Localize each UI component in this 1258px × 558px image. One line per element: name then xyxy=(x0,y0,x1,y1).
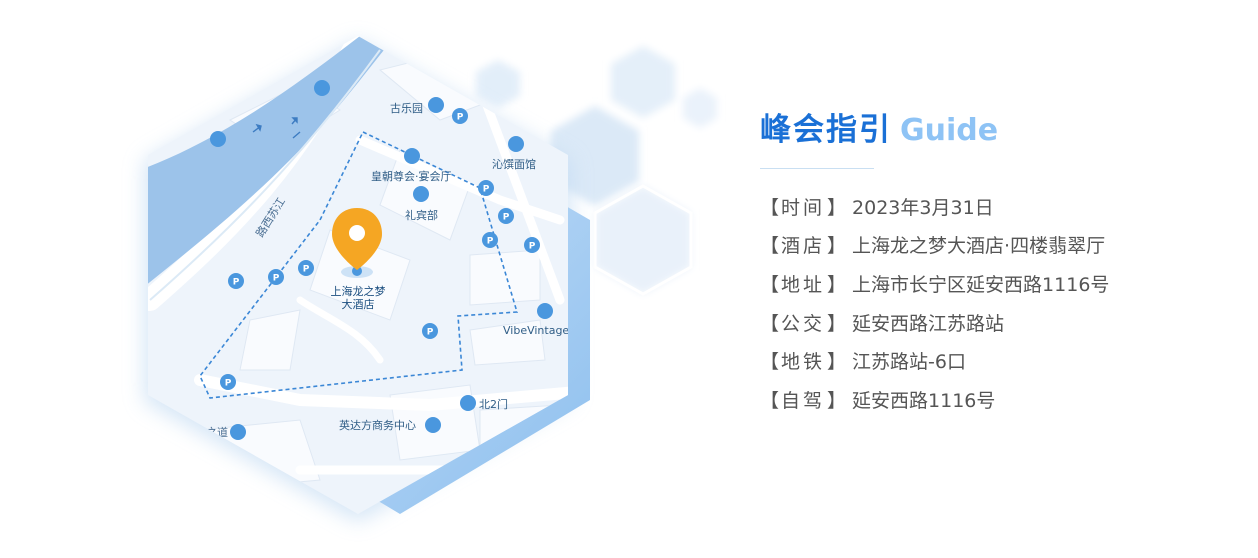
info-row-metro: 【 地铁 】 江苏路站-6口 xyxy=(760,341,1240,380)
guide-title-en: Guide xyxy=(900,113,999,148)
poi-qinfeng: 沁馔面馆 xyxy=(492,157,536,171)
poi-hotel-line1: 上海龙之梦 xyxy=(331,284,386,298)
poi-reception: 礼宾部 xyxy=(405,208,438,222)
info-row-address: 【 地址 】 上海市长宁区延安西路1116号 xyxy=(760,264,1240,303)
info-label-metro: 地铁 xyxy=(781,351,826,374)
bracket-close: 】 xyxy=(827,235,847,258)
info-label-drive: 自驾 xyxy=(781,389,826,412)
svg-text:P: P xyxy=(303,265,310,275)
map-area[interactable]: P P P P P P P P P P 古乐园 沁馔面馆 皇朝尊会·宴会厅 礼宾部 上海龙… xyxy=(0,0,740,558)
svg-text:P: P xyxy=(457,113,464,123)
svg-text:P: P xyxy=(529,242,536,252)
title-divider xyxy=(760,168,874,169)
poi-banquet: 皇朝尊会·宴会厅 xyxy=(371,169,452,183)
bracket-open: 【 xyxy=(760,235,780,258)
info-label-hotel: 酒店 xyxy=(781,235,826,258)
hotel-pin-icon[interactable] xyxy=(332,208,382,270)
info-row-time: 【 时间 】 2023年3月31日 xyxy=(760,187,1240,226)
svg-text:P: P xyxy=(225,379,232,389)
bracket-open: 【 xyxy=(760,273,780,296)
poi-yingda: 英达方商务中心 xyxy=(339,418,416,432)
guide-title-cn: 峰会指引 xyxy=(760,112,892,148)
poi-gulegarden: 古乐园 xyxy=(390,102,423,115)
info-value-metro: 江苏路站-6口 xyxy=(852,351,966,374)
guide-title: 峰会指引 Guide xyxy=(760,104,1240,148)
svg-text:P: P xyxy=(503,213,510,223)
info-label-bus: 公交 xyxy=(781,312,826,335)
bracket-open: 【 xyxy=(760,312,780,335)
svg-text:P: P xyxy=(483,185,490,195)
map-content: P P P P P P P P P P 古乐园 沁馔面馆 皇朝尊会·宴会厅 礼宾部 上海龙… xyxy=(148,36,569,514)
bracket-close: 】 xyxy=(827,351,847,374)
svg-text:P: P xyxy=(233,278,240,288)
bracket-open: 【 xyxy=(760,196,780,219)
info-row-drive: 【 自驾 】 延安西路1116号 xyxy=(760,380,1240,419)
bracket-close: 】 xyxy=(827,273,847,296)
guide-panel: 峰会指引 Guide 【 时间 】 2023年3月31日 【 酒店 】 上海龙之… xyxy=(760,104,1240,419)
info-value-bus: 延安西路江苏路站 xyxy=(852,312,1005,335)
poi-hotel-line2: 大酒店 xyxy=(342,297,375,311)
info-value-time: 2023年3月31日 xyxy=(852,196,994,219)
bracket-close: 】 xyxy=(827,312,847,335)
info-row-hotel: 【 酒店 】 上海龙之梦大酒店·四楼翡翠厅 xyxy=(760,226,1240,265)
info-row-bus: 【 公交 】 延安西路江苏路站 xyxy=(760,303,1240,342)
svg-text:P: P xyxy=(487,237,494,247)
decor-hexagons xyxy=(476,46,717,296)
bracket-close: 】 xyxy=(827,196,847,219)
info-value-address: 上海市长宁区延安西路1116号 xyxy=(852,273,1110,296)
info-label-address: 地址 xyxy=(781,273,826,296)
svg-text:P: P xyxy=(427,328,434,338)
bracket-open: 【 xyxy=(760,389,780,412)
bracket-close: 】 xyxy=(827,389,847,412)
info-value-drive: 延安西路1116号 xyxy=(852,389,996,412)
info-label-time: 时间 xyxy=(781,196,826,219)
poi-north-gate: 北2门 xyxy=(479,397,508,411)
poi-vibe: VibeVintage xyxy=(503,324,569,337)
info-value-hotel: 上海龙之梦大酒店·四楼翡翠厅 xyxy=(852,235,1106,258)
svg-text:P: P xyxy=(273,274,280,284)
bracket-open: 【 xyxy=(760,351,780,374)
map-svg[interactable]: P P P P P P P P P P 古乐园 沁馔面馆 皇朝尊会·宴会厅 礼宾部 上海龙… xyxy=(0,0,740,558)
